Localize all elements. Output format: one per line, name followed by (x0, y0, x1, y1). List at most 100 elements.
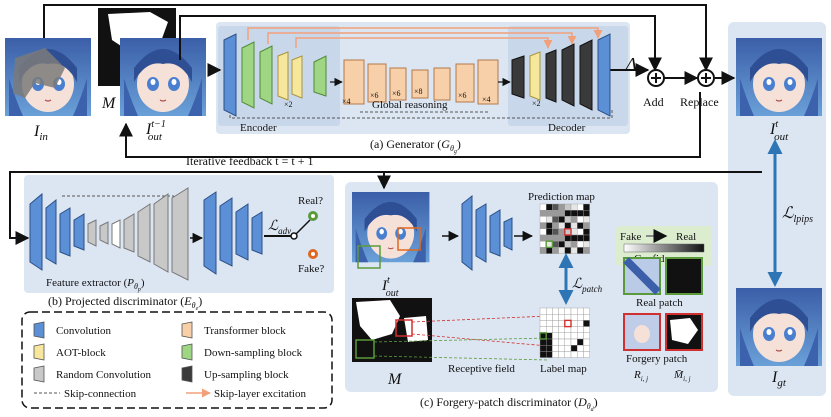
transformer-block (367, 63, 387, 103)
random-conv-block (111, 219, 121, 249)
random-conv-block (123, 213, 135, 253)
grid-cell (564, 345, 572, 352)
output-image-right (735, 37, 823, 117)
random-conv-block (87, 219, 97, 247)
add-label: Add (643, 95, 664, 109)
grid-cell (546, 209, 553, 217)
grid-cell (564, 203, 572, 211)
grid-cell (570, 326, 578, 334)
grid-cell (577, 307, 584, 315)
mult-label: ×6 (370, 91, 379, 100)
grid-cell (546, 307, 553, 315)
grid-cell (546, 247, 553, 254)
grid-cell (583, 209, 590, 217)
grid-cell (583, 240, 590, 248)
grid-cell (583, 216, 590, 223)
conv-block (29, 192, 43, 271)
grid-cell (570, 338, 578, 346)
generator-caption: (a) Generator (Gθg) (370, 137, 461, 155)
down-sampling-block (259, 45, 273, 105)
grid-cell (577, 332, 584, 340)
conv-block (503, 217, 513, 251)
transformer-block (411, 69, 429, 99)
mask-label-bottom: M (387, 371, 403, 388)
grid-cell (577, 228, 584, 236)
conv-block (489, 209, 501, 257)
feature-extractor-label: Feature extractor (Pθp) (46, 277, 145, 293)
region-symbol-label: Ri, j (633, 369, 648, 383)
forgery-caption: (c) Forgery-patch discriminator (Dθd) (420, 395, 598, 413)
receptive-field-line (411, 315, 549, 323)
legend-skip-excitation-label: Skip-layer excitation (214, 388, 306, 400)
grid-cell (552, 222, 559, 230)
grid-cell (583, 314, 590, 321)
fake-dot-center (311, 252, 315, 256)
legend-swatch (33, 365, 45, 383)
aot-block (277, 51, 289, 101)
real-dot-center (311, 214, 315, 218)
grid-cell (539, 332, 547, 340)
previous-output-image (119, 37, 207, 117)
grid-cell (558, 345, 565, 352)
grid-cell (583, 247, 590, 254)
grid-cell (564, 320, 572, 327)
decoder-label: Decoder (548, 122, 586, 134)
grid-cell (558, 338, 565, 346)
up-sampling-block (545, 49, 557, 103)
legend-label: AOT-block (56, 347, 106, 359)
grid-cell (539, 228, 547, 236)
transformer-blocks (343, 59, 499, 105)
conv-block (59, 207, 71, 257)
grid-cell (552, 314, 559, 321)
conv-block (203, 191, 217, 275)
grid-cell (564, 240, 572, 248)
mask-label-top: M (101, 95, 117, 112)
grid-cell (577, 240, 584, 248)
grid-cell (564, 332, 572, 340)
global-reasoning-label: Global reasoning (372, 99, 448, 111)
legend-box (21, 311, 333, 409)
iterative-feedback-line (119, 92, 701, 158)
legend-item: Up-sampling block (181, 365, 289, 383)
grid-cell (552, 216, 559, 223)
grid-cell (570, 332, 578, 340)
grid-cell (583, 228, 590, 236)
conv-block (223, 33, 237, 117)
replace-label: Replace (680, 95, 719, 109)
transformer-block (343, 59, 365, 105)
grid-cell (583, 345, 590, 352)
grid-cell (552, 203, 559, 211)
grid-cell (546, 216, 553, 223)
ground-truth-label: Igt (771, 369, 787, 389)
decoder-blocks (511, 33, 611, 117)
forgery-patch-label: Forgery patch (626, 353, 688, 365)
real-label: Real (676, 231, 696, 243)
grid-cell (546, 222, 553, 230)
grid-cell (558, 307, 565, 315)
grid-highlight-cell (564, 228, 572, 236)
grid-cell (564, 234, 572, 242)
iterative-feedback-label: Iterative feedback t = t + 1 (186, 154, 313, 168)
grid-cell (564, 228, 572, 236)
grid-cell (577, 216, 584, 223)
grid-cell (577, 222, 584, 230)
grid-cell (564, 307, 572, 315)
grid-cell (583, 332, 590, 340)
conv-block (251, 211, 263, 255)
grid-cell (564, 209, 572, 217)
forgery-conv-blocks (461, 194, 513, 272)
grid-cell (564, 216, 572, 223)
forgery-input-image (351, 191, 430, 269)
forgery-patch-images (623, 313, 703, 351)
random-conv-block (153, 193, 169, 273)
grid-cell (583, 222, 590, 230)
grid-cell (583, 307, 590, 315)
grid-cell (546, 228, 553, 236)
grid-cell (564, 314, 572, 321)
grid-cell (558, 326, 565, 334)
grid-cell (552, 240, 559, 248)
grid-cell (558, 234, 565, 242)
